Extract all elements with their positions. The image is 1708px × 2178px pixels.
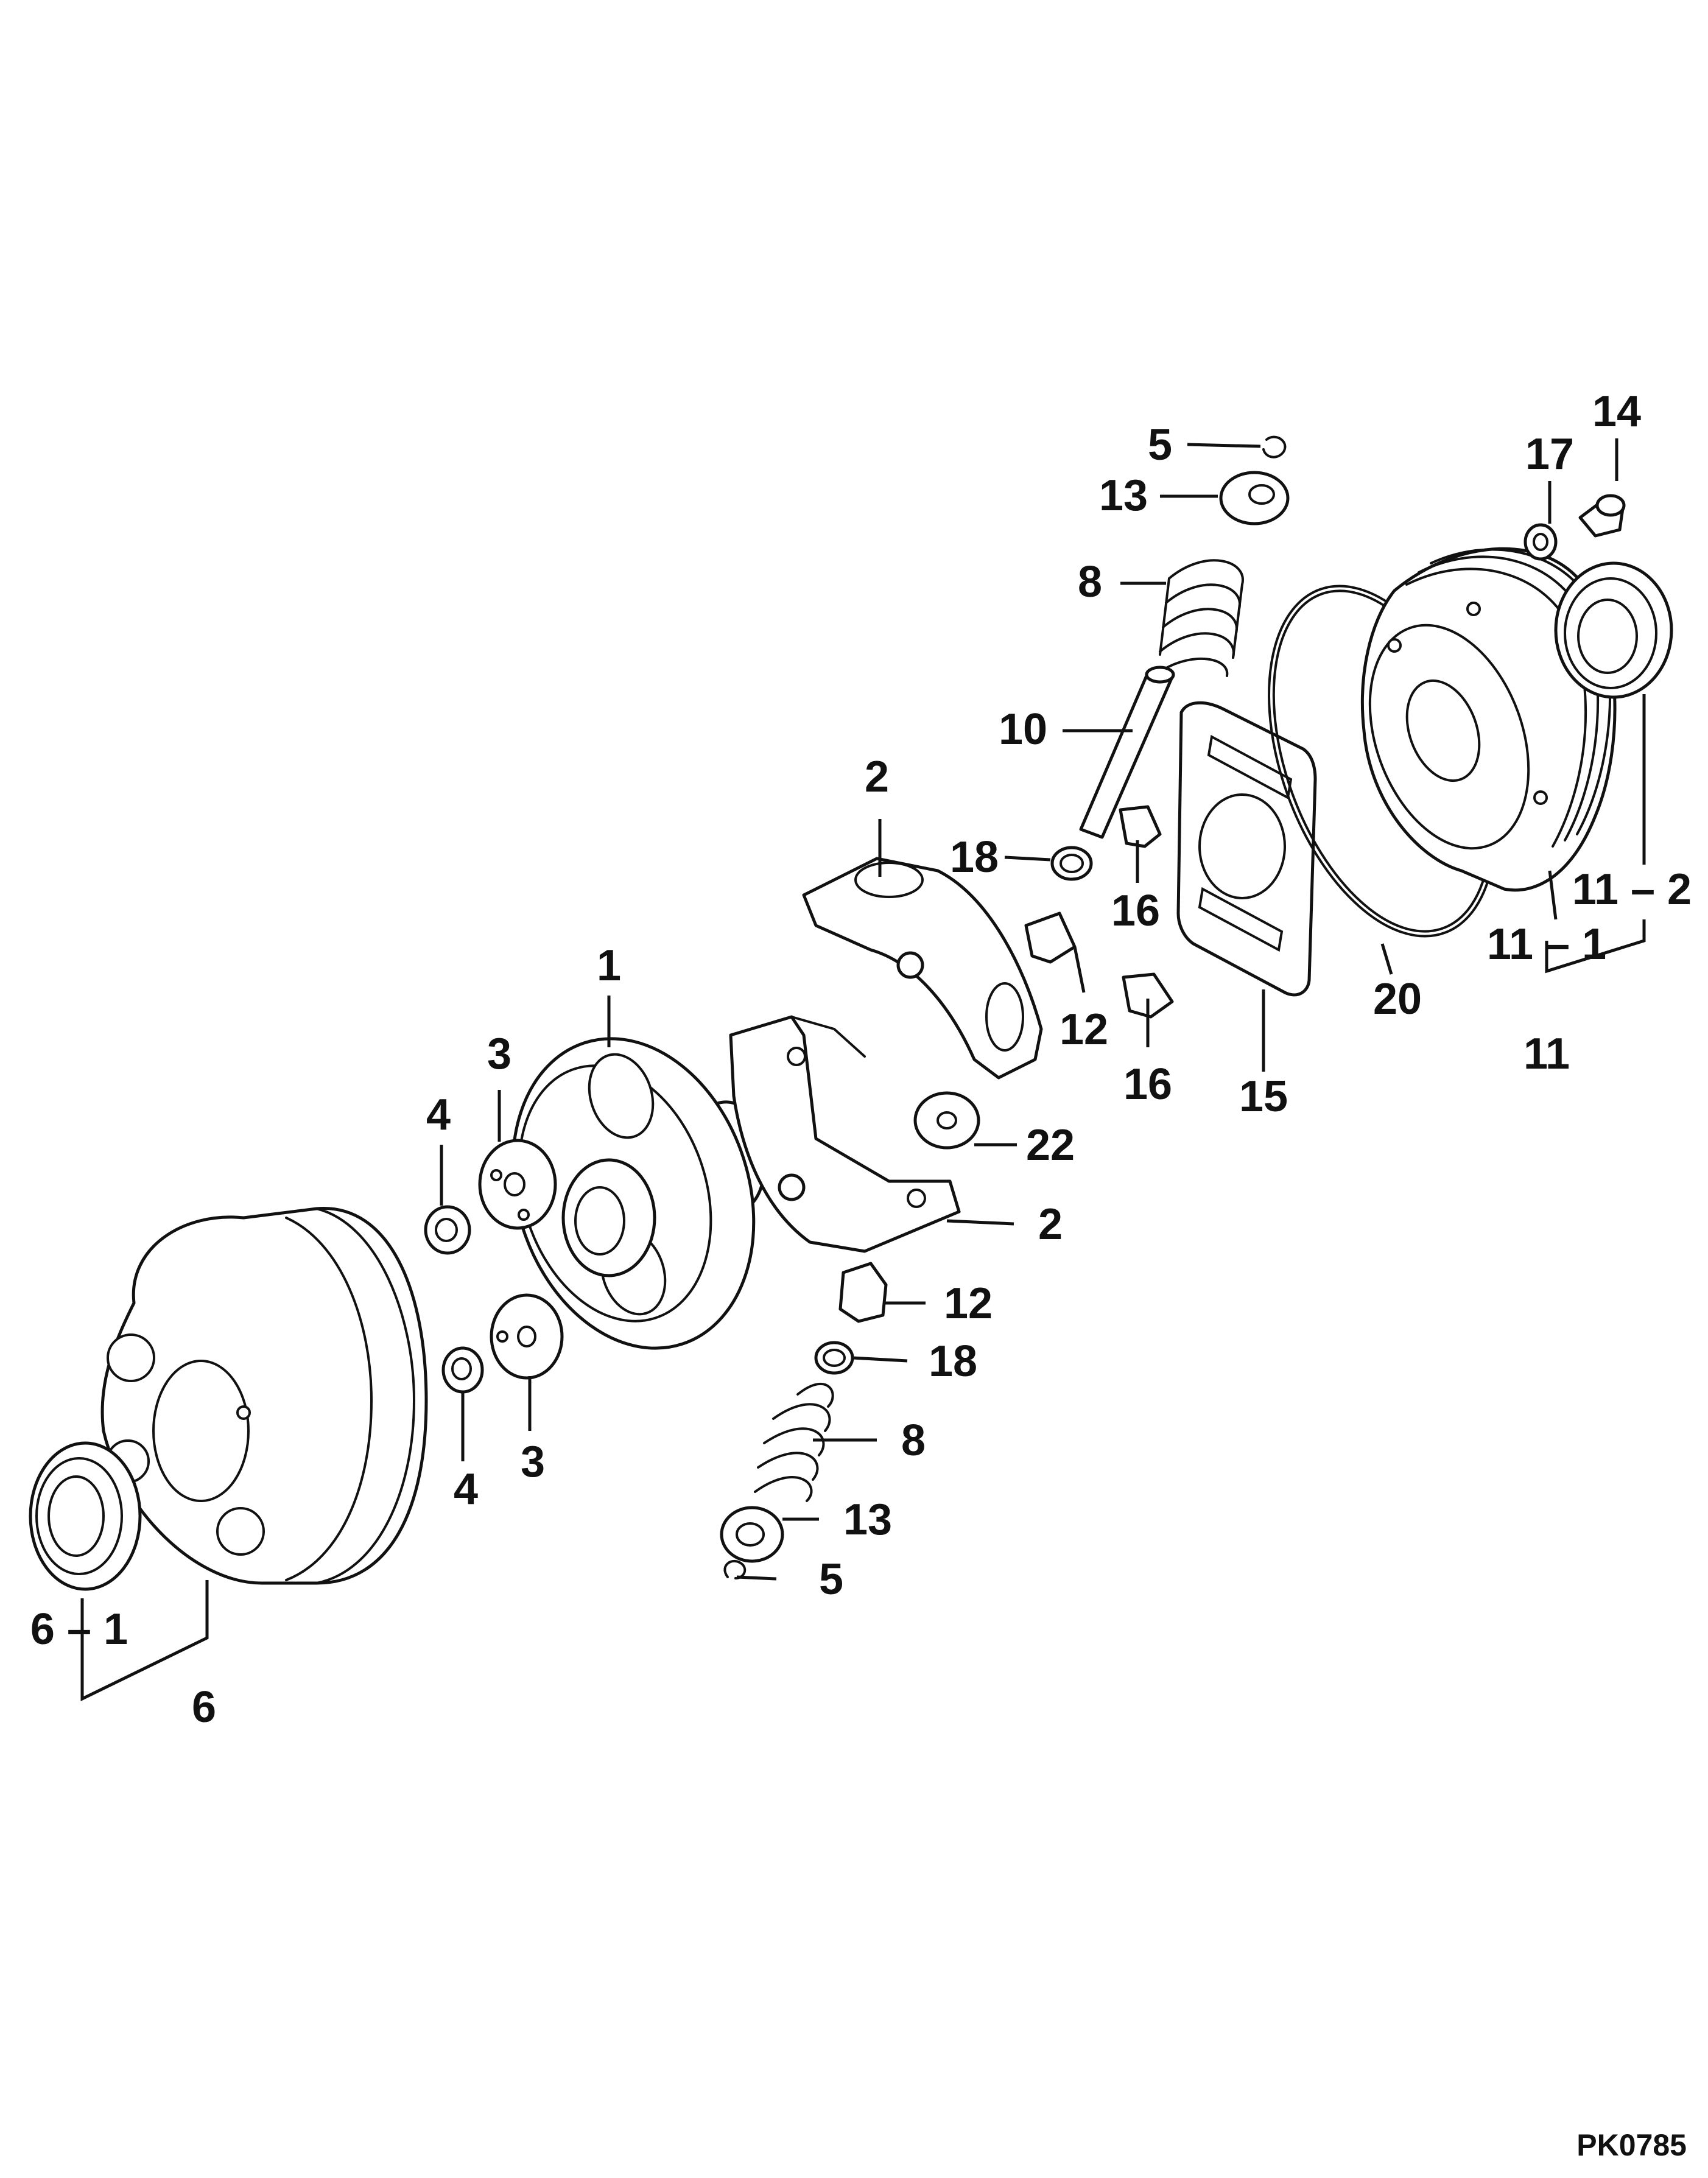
- callout-4-bottom: 4: [454, 1465, 478, 1514]
- part-3-bottom-bearing: [490, 1293, 564, 1380]
- callout-17: 17: [1525, 430, 1574, 479]
- part-18-top-washer: [1050, 846, 1093, 881]
- leader-lines: [80, 438, 1646, 1702]
- callout-13-bottom: 13: [843, 1495, 892, 1544]
- part-11-end-housing: [1360, 547, 1617, 892]
- part-4-top-bushing: [424, 1205, 471, 1255]
- callout-3-top: 3: [487, 1030, 511, 1078]
- callout-4-top: 4: [426, 1091, 451, 1139]
- callout-14: 14: [1592, 387, 1641, 436]
- part-8-top-spring: [1159, 559, 1244, 677]
- part-16-bottom-plug: [1122, 972, 1174, 1019]
- callout-2-bottom: 2: [1038, 1200, 1063, 1249]
- part-2-upper-clamp: [802, 857, 1043, 1080]
- callout-13-top: 13: [1099, 471, 1148, 520]
- callout-3-bottom: 3: [521, 1438, 545, 1486]
- callout-16-top: 16: [1111, 887, 1160, 935]
- part-6-1-seal-ring: [29, 1441, 142, 1591]
- part-22-bearing: [913, 1091, 980, 1150]
- callout-5-top: 5: [1148, 421, 1172, 469]
- part-8-bottom-spring: [754, 1382, 834, 1502]
- part-16-top-plug: [1119, 805, 1162, 848]
- part-11-2-seal-ring: [1554, 561, 1673, 699]
- callout-18-top: 18: [950, 833, 999, 882]
- callout-labels: 5 13 8 10 2 18 16 12 16 15 20 11 – 1 11 …: [30, 387, 1692, 1732]
- part-15-plate: [1176, 701, 1317, 997]
- callout-1: 1: [597, 941, 621, 990]
- callout-15: 15: [1239, 1072, 1288, 1121]
- part-6-housing-drum: [100, 1207, 428, 1585]
- callout-8-bottom: 8: [901, 1416, 926, 1465]
- callout-8-top: 8: [1078, 558, 1102, 606]
- callout-18-bottom: 18: [929, 1337, 977, 1386]
- part-5-top-clip: [1262, 435, 1287, 458]
- callout-11-2: 11 – 2: [1572, 865, 1692, 914]
- callout-12-bottom: 12: [944, 1279, 993, 1328]
- part-18-bottom-washer: [814, 1341, 854, 1375]
- part-12-bottom-nipple: [838, 1262, 888, 1323]
- callout-20: 20: [1373, 975, 1422, 1024]
- callout-5-bottom: 5: [819, 1555, 843, 1604]
- part-5-bottom-clip: [723, 1560, 747, 1579]
- part-14-plug: [1578, 494, 1626, 538]
- drawing-code: PK0785: [1576, 2128, 1687, 2162]
- part-12-top-nipple: [1024, 912, 1077, 964]
- part-2-lower-clamp: [729, 1015, 961, 1253]
- part-10-rod: [1079, 666, 1175, 839]
- part-3-top-bearing: [478, 1139, 557, 1230]
- callout-2-top: 2: [865, 753, 889, 801]
- callout-11: 11: [1523, 1030, 1570, 1078]
- callout-6: 6: [192, 1683, 216, 1732]
- callout-12-top: 12: [1060, 1005, 1108, 1054]
- part-13-bottom-cap: [720, 1506, 784, 1563]
- callout-16-bottom: 16: [1123, 1060, 1172, 1109]
- callout-22: 22: [1026, 1121, 1075, 1170]
- callout-10: 10: [999, 705, 1047, 754]
- part-17-washer: [1523, 523, 1558, 561]
- part-4-bottom-bushing: [441, 1346, 484, 1394]
- callout-11-1: 11 – 1: [1487, 920, 1606, 969]
- part-13-top-cap: [1219, 471, 1290, 525]
- callout-6-1: 6 – 1: [30, 1605, 128, 1654]
